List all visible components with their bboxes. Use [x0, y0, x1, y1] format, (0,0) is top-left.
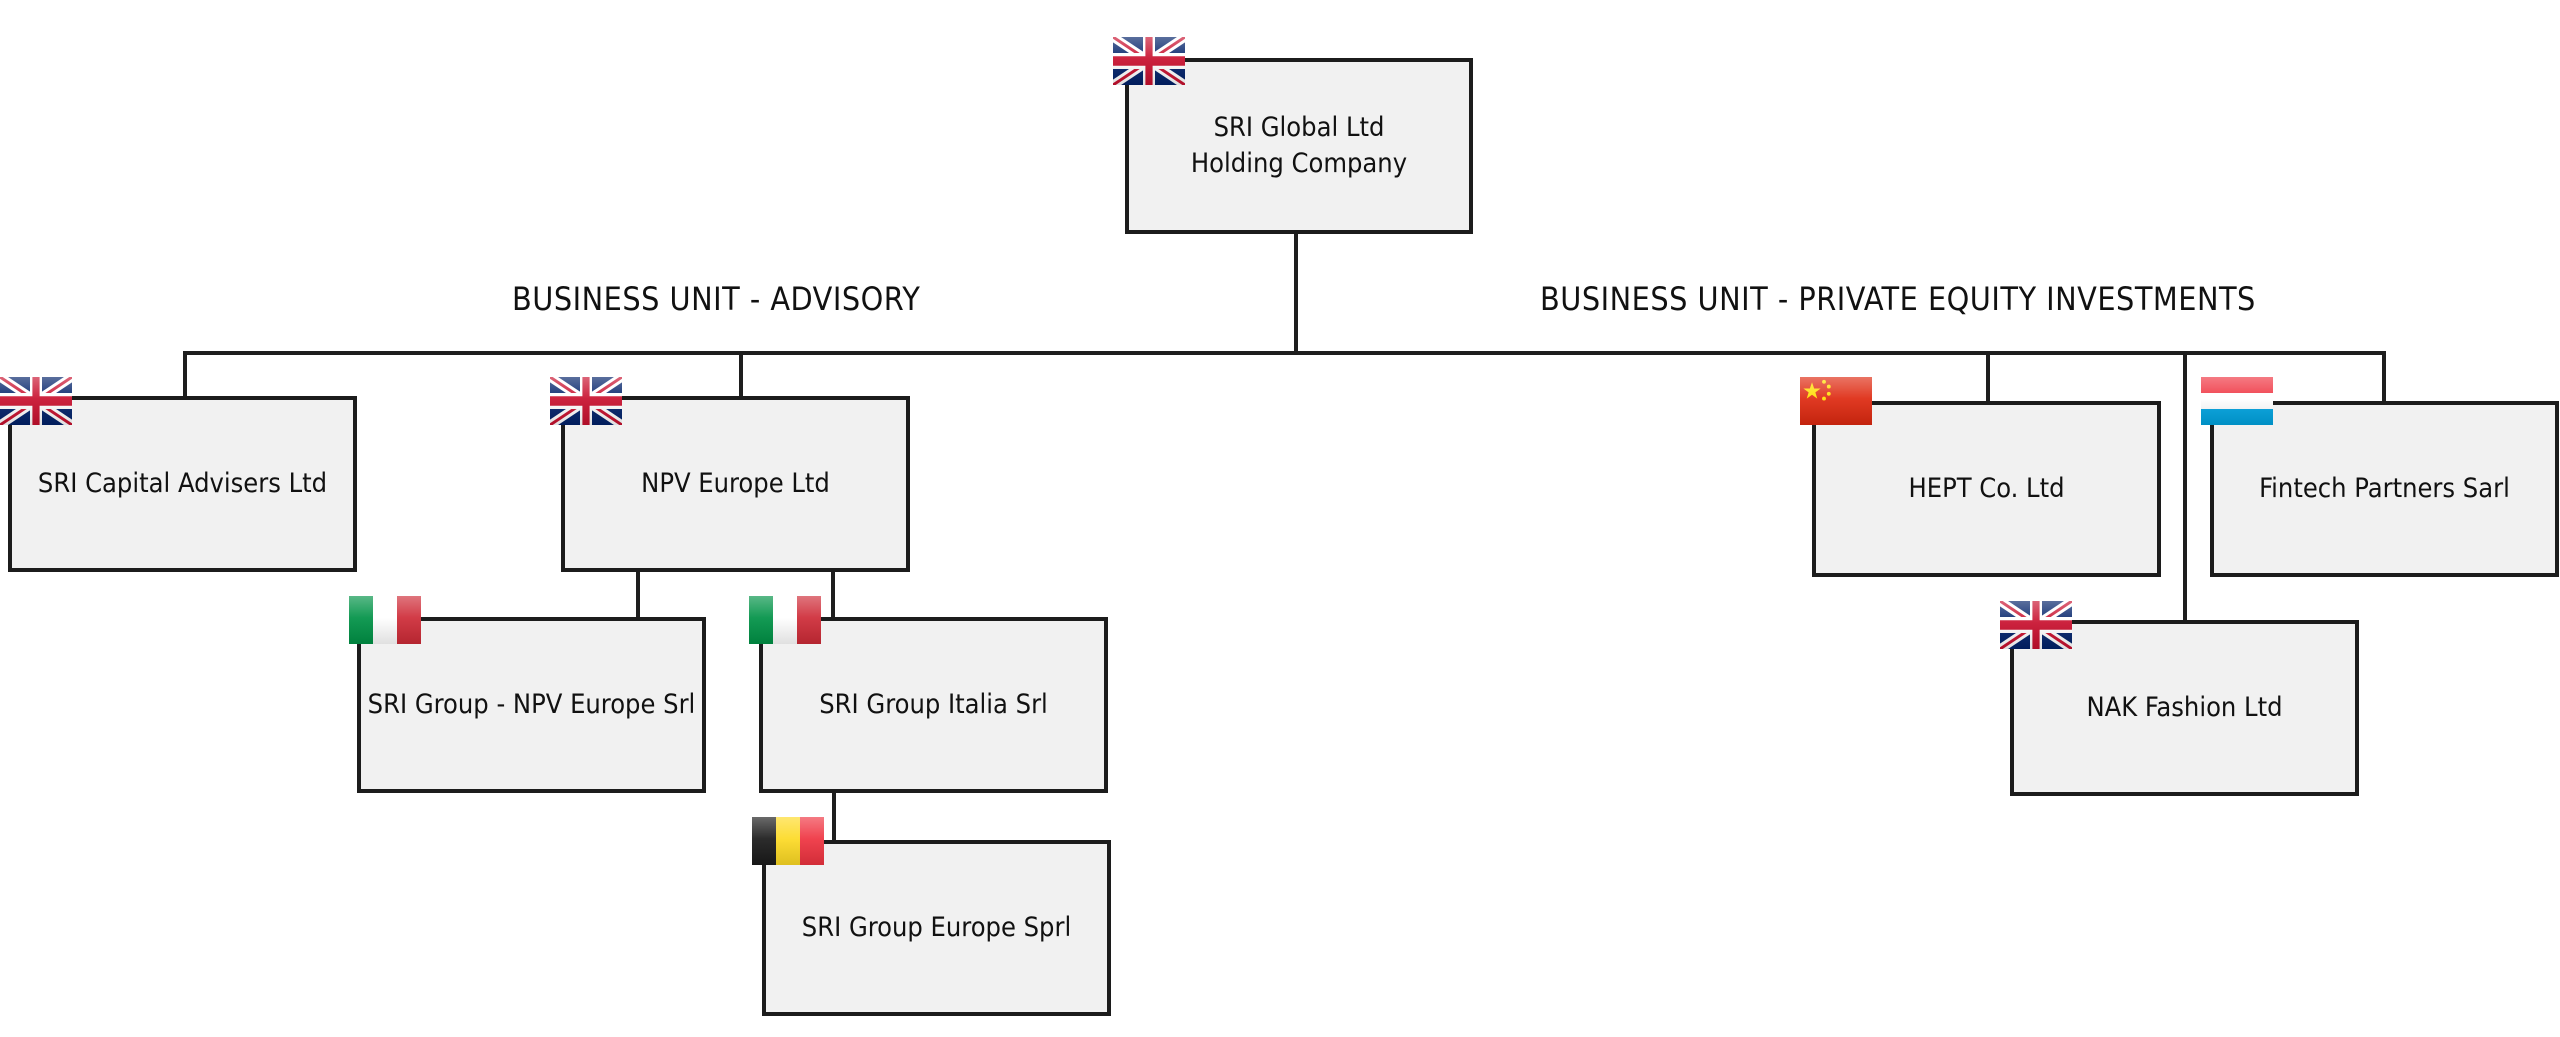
connector-italia	[831, 570, 835, 620]
china-flag-icon	[1800, 377, 1872, 425]
uk-flag-icon	[550, 377, 622, 425]
italy-flag-icon	[349, 596, 421, 644]
node-npv-europe[interactable]: NPV Europe Ltd	[561, 396, 910, 572]
connector-root-down	[1294, 232, 1298, 355]
node-sri-capital-advisers[interactable]: SRI Capital Advisers Ltd	[8, 396, 357, 572]
node-hept-co[interactable]: HEPT Co. Ltd	[1812, 401, 2161, 577]
italy-flag-icon	[749, 596, 821, 644]
connector-main-horizontal	[183, 351, 2386, 355]
connector-capital	[183, 351, 187, 399]
business-unit-pe-label: BUSINESS UNIT - PRIVATE EQUITY INVESTMEN…	[1540, 280, 2256, 318]
node-label: SRI Group Europe Sprl	[801, 912, 1072, 943]
node-label: SRI Group - NPV Europe Srl	[367, 689, 696, 720]
luxembourg-flag-icon	[2201, 377, 2273, 425]
uk-flag-icon	[2000, 601, 2072, 649]
node-fintech-partners[interactable]: Fintech Partners Sarl	[2210, 401, 2559, 577]
uk-flag-icon	[0, 377, 72, 425]
node-sri-global-name: SRI Global Ltd	[1213, 112, 1385, 143]
connector-nak	[2183, 351, 2187, 624]
belgium-flag-icon	[752, 817, 824, 865]
node-sri-global[interactable]: SRI Global Ltd Holding Company	[1125, 58, 1473, 234]
node-label: NAK Fashion Ltd	[2086, 692, 2283, 723]
uk-flag-icon	[1113, 37, 1185, 85]
node-nak-fashion[interactable]: NAK Fashion Ltd	[2010, 620, 2359, 796]
connector-npv	[739, 351, 743, 399]
connector-fintech	[2382, 351, 2386, 405]
node-label: HEPT Co. Ltd	[1908, 473, 2065, 504]
node-sri-group-npv-europe-srl[interactable]: SRI Group - NPV Europe Srl	[357, 617, 706, 793]
node-label: Fintech Partners Sarl	[2259, 473, 2510, 504]
connector-europe-sprl	[832, 790, 836, 843]
business-unit-advisory-label: BUSINESS UNIT - ADVISORY	[512, 280, 921, 318]
connector-hept	[1986, 351, 1990, 405]
node-sri-group-italia-srl[interactable]: SRI Group Italia Srl	[759, 617, 1108, 793]
node-label: NPV Europe Ltd	[641, 468, 830, 499]
connector-npv-srl	[636, 570, 640, 620]
node-sri-group-europe-sprl[interactable]: SRI Group Europe Sprl	[762, 840, 1111, 1016]
node-label: SRI Capital Advisers Ltd	[37, 468, 328, 499]
node-sri-global-type: Holding Company	[1190, 148, 1408, 179]
node-label: SRI Group Italia Srl	[819, 689, 1048, 720]
